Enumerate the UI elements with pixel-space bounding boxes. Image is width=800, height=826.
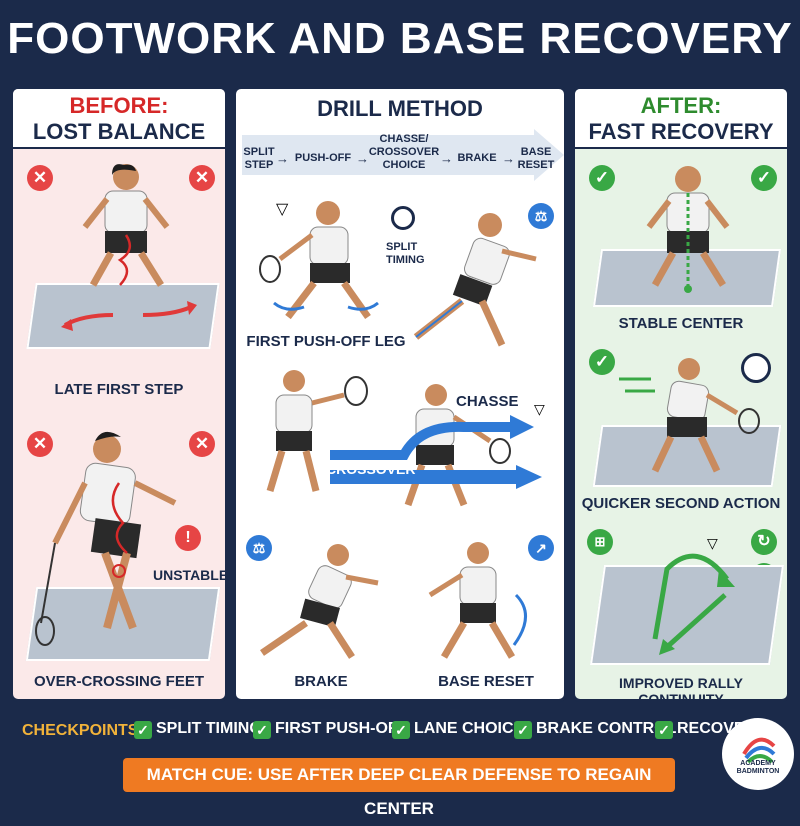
drill-steps-arrow <box>242 129 564 181</box>
checkpoint-label: FIRST PUSH-OFF <box>275 720 408 737</box>
x-icon: ✕ <box>27 431 53 457</box>
checkpoints-label: CHECKPOINTS: <box>22 722 144 739</box>
stopwatch-icon <box>391 206 415 230</box>
arrow-right-icon: → <box>276 151 289 166</box>
after-panel: AFTER: FAST RECOVERY ✓ ✓ STABLE CENTER ✓… <box>572 86 790 702</box>
arrow-right-icon: → <box>440 151 453 166</box>
player-figure <box>35 431 177 646</box>
check-icon: ✓ <box>655 721 673 739</box>
footwork-icon: ↗ <box>528 535 554 561</box>
after-label: AFTER: <box>640 93 722 118</box>
step-chasse-crossover: CHASSE/ CROSSOVER CHOICE <box>368 133 440 171</box>
rally-arrows <box>652 553 735 655</box>
caption-quicker-second-action: QUICKER SECOND ACTION <box>581 495 781 512</box>
checkpoint-label: SPLIT TIMING <box>156 720 262 737</box>
drill-panel: DRILL METHOD SPLIT STEP → PUSH-OFF → CHA… <box>233 86 567 702</box>
arrow-right-icon: → <box>356 151 369 166</box>
stopwatch-icon <box>741 353 771 383</box>
shuttlecock-icon: ▽ <box>534 401 545 417</box>
caption-improved-rally-continuity: IMPROVED RALLY CONTINUITY <box>619 675 743 702</box>
before-subtitle: LOST BALANCE <box>32 119 206 144</box>
checkpoint-first-push-off: ✓FIRST PUSH-OFF <box>253 720 407 739</box>
before-label: BEFORE: <box>69 93 169 118</box>
after-header: AFTER: FAST RECOVERY <box>575 89 787 149</box>
drill-header: DRILL METHOD <box>236 89 564 129</box>
player-figure <box>619 358 760 473</box>
player-figure <box>260 544 379 659</box>
logo-line2: BADMINTON <box>736 768 780 775</box>
check-icon: ✓ <box>589 165 615 191</box>
caption-brake: BRAKE <box>294 673 348 690</box>
x-icon: ✕ <box>189 165 215 191</box>
strategy-icon: ⊞ <box>587 529 613 555</box>
caption-stable-center: STABLE CENTER <box>618 315 744 332</box>
player-figure <box>82 164 170 287</box>
checkpoint-label: BRAKE CONTROL <box>536 720 677 737</box>
x-icon: ✕ <box>189 431 215 457</box>
unstable-icon: ! <box>175 525 201 551</box>
check-icon: ✓ <box>589 349 615 375</box>
arrow-right-icon: → <box>502 151 515 166</box>
player-figure <box>428 542 527 659</box>
step-push-off: PUSH-OFF <box>294 152 352 164</box>
split-timing-label: SPLIT TIMING <box>386 241 425 266</box>
logo-emblem <box>742 737 776 764</box>
chasse-label: CHASSE <box>456 393 519 410</box>
shuttlecock-icon: ▽ <box>276 201 289 218</box>
checkpoint-brake-control: ✓BRAKE CONTROL <box>514 720 676 739</box>
page-title: FOOTWORK AND BASE RECOVERY <box>0 0 800 78</box>
check-icon: ✓ <box>392 721 410 739</box>
logo-line1: ACADEMY <box>740 760 776 767</box>
balance-scale-icon: ⚖ <box>528 203 554 229</box>
unstable-label: UNSTABLE <box>153 567 228 583</box>
shuttlecock-icon: ▽ <box>707 535 718 551</box>
check-icon: ✓ <box>253 721 271 739</box>
before-header: BEFORE: LOST BALANCE <box>13 89 225 149</box>
step-split-step: SPLIT STEP <box>243 146 275 171</box>
checkpoint-label: LANE CHOICE <box>414 720 525 737</box>
step-brake: BRAKE <box>457 152 497 164</box>
player-figure <box>413 213 537 347</box>
before-panel: BEFORE: LOST BALANCE ✕ ✕ LATE FIRST STEP… <box>10 86 228 702</box>
player-figure <box>646 166 730 293</box>
check-icon: ✓ <box>514 721 532 739</box>
caption-over-crossing-feet: OVER-CROSSING FEET <box>33 673 205 690</box>
match-cue-banner: MATCH CUE: USE AFTER DEEP CLEAR DEFENSE … <box>123 758 675 818</box>
balance-scale-icon: ⚖ <box>246 535 272 561</box>
refresh-icon: ↻ <box>751 529 777 555</box>
step-base-reset: BASE RESET <box>517 146 555 171</box>
checkpoint-split-timing: ✓SPLIT TIMING <box>134 720 262 739</box>
check-icon: ✓ <box>751 165 777 191</box>
player-figure <box>259 201 379 320</box>
crossover-label: CROSSOVER <box>326 461 416 477</box>
caption-base-reset: BASE RESET <box>438 673 534 690</box>
drill-title: DRILL METHOD <box>317 96 483 121</box>
check-icon: ✓ <box>134 721 152 739</box>
chasse-crossover-figures <box>266 370 542 507</box>
after-subtitle: FAST RECOVERY <box>588 119 774 144</box>
checkpoint-lane-choice: ✓LANE CHOICE <box>392 720 524 739</box>
caption-late-first-step: LATE FIRST STEP <box>54 381 184 398</box>
caption-first-push-off-leg: FIRST PUSH-OFF LEG <box>246 333 406 350</box>
x-icon: ✕ <box>27 165 53 191</box>
red-arrows <box>61 301 197 331</box>
checkpoints-bar: CHECKPOINTS: ✓SPLIT TIMING ✓FIRST PUSH-O… <box>0 708 800 818</box>
